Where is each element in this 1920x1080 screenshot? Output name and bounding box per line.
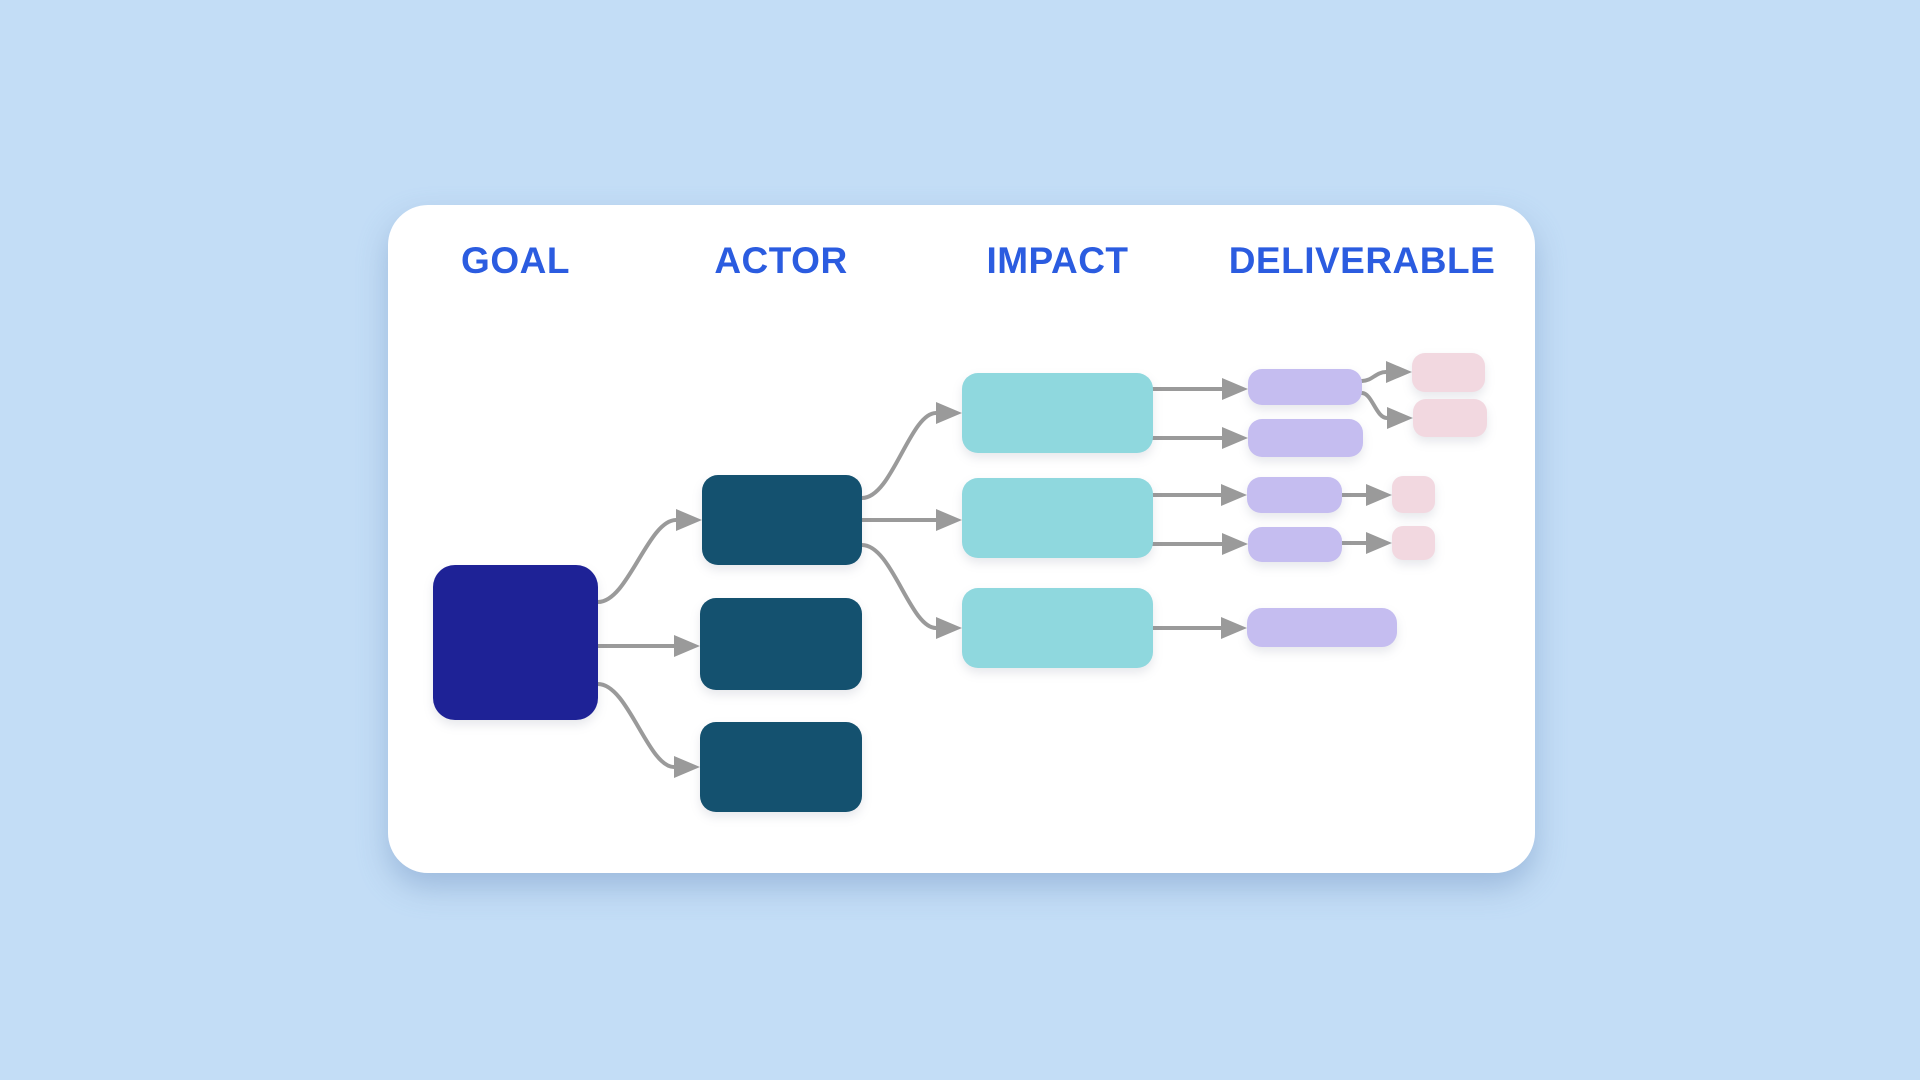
deliverable-node-3 [1247, 608, 1397, 647]
goal-node [433, 565, 598, 720]
sub-deliverable-node-1a [1412, 353, 1485, 392]
impact-node-1 [962, 373, 1153, 453]
sub-deliverable-node-2b [1392, 526, 1435, 560]
sub-deliverable-node-2a [1392, 476, 1435, 513]
deliverable-node-2b [1248, 527, 1342, 562]
deliverable-node-1b [1248, 419, 1363, 457]
column-header-deliverable: DELIVERABLE [1228, 240, 1496, 281]
column-header-goal: GOAL [461, 240, 570, 281]
impact-node-2 [962, 478, 1153, 558]
diagram-card [388, 205, 1535, 873]
actor-node-1 [702, 475, 862, 565]
impact-node-3 [962, 588, 1153, 668]
sub-deliverable-node-1b [1413, 399, 1487, 437]
column-header-impact: IMPACT [986, 240, 1129, 281]
deliverable-node-2a [1247, 477, 1342, 513]
deliverable-node-1a [1248, 369, 1362, 405]
actor-node-3 [700, 722, 862, 812]
column-header-actor: ACTOR [714, 240, 848, 281]
actor-node-2 [700, 598, 862, 690]
